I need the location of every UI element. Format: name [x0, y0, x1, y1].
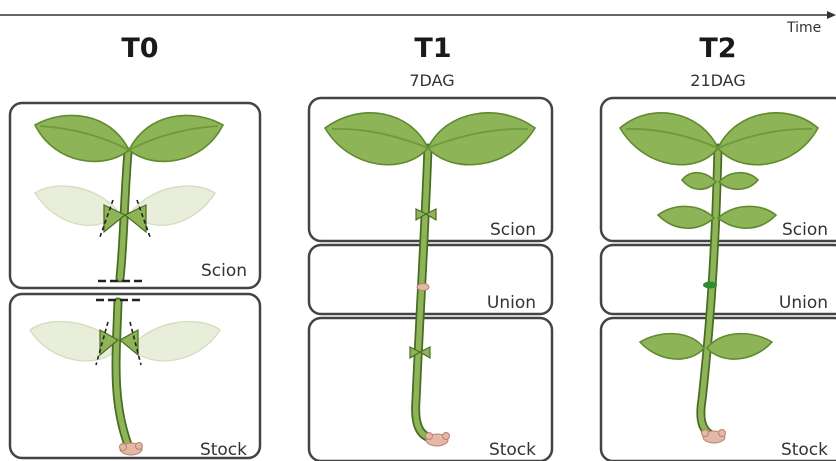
t1-stock-label: Stock — [489, 440, 536, 460]
t0-stock-box — [10, 294, 260, 458]
stage-t0-title: T0 — [121, 33, 158, 64]
stage-t0-panel: Scion Stock — [10, 103, 260, 460]
t2-graft-union-mark — [703, 282, 717, 289]
t0-scion-label: Scion — [201, 261, 247, 281]
stage-t1-subtitle: 7DAG — [409, 71, 454, 90]
stage-t2-panel: Scion Union Stock — [601, 98, 836, 461]
t1-scion-label: Scion — [490, 220, 536, 240]
t2-stock-label: Stock — [781, 440, 828, 460]
t1-union-label: Union — [487, 293, 536, 313]
stage-t1-title: T1 — [414, 33, 451, 64]
stage-t2-subtitle: 21DAG — [690, 71, 745, 90]
stage-t2-title: T2 — [699, 33, 736, 64]
t1-graft-union-mark — [417, 284, 429, 291]
t0-stock-label: Stock — [200, 440, 247, 460]
stage-t1-panel: Scion Union Stock — [309, 98, 552, 461]
t2-union-label: Union — [779, 293, 828, 313]
time-axis-label: Time — [786, 20, 821, 36]
t2-scion-label: Scion — [782, 220, 828, 240]
